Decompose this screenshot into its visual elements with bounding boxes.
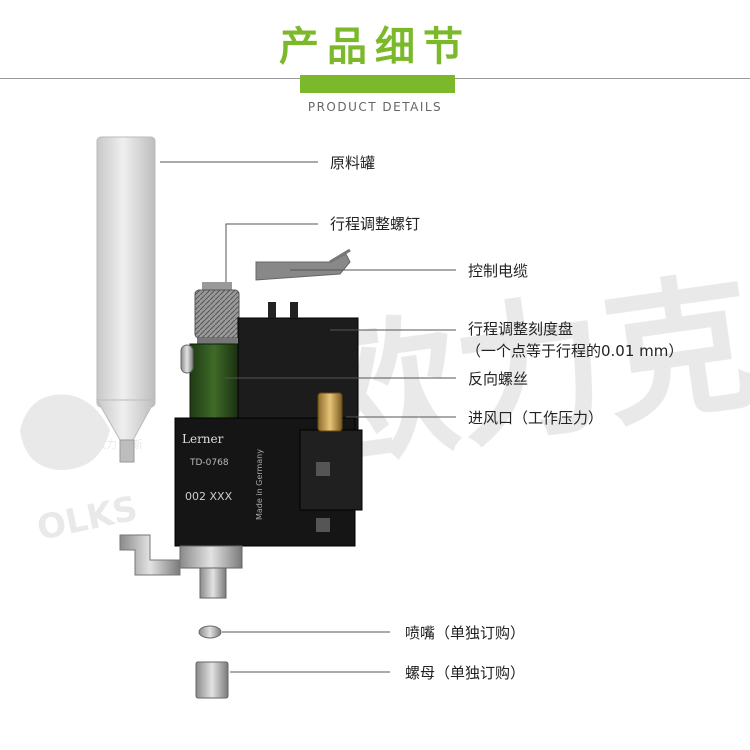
material-tank [96, 136, 156, 463]
leader-lines [160, 161, 456, 673]
callout-scale-note: （一个点等于行程的0.01 mm） [466, 342, 684, 360]
outlet-hub [119, 534, 243, 599]
callout-nozzle: 喷嘴（单独订购） [405, 624, 526, 642]
callout-control-cable: 控制电缆 [468, 262, 529, 280]
nozzle [198, 625, 222, 639]
code-text: 002 XXX [185, 490, 233, 503]
callout-material-tank: 原料罐 [330, 154, 376, 172]
stroke-adjust-screw [194, 282, 240, 344]
callout-stroke-adjust-screw: 行程调整螺钉 [330, 215, 421, 233]
control-cable [255, 248, 351, 281]
air-inlet-fitting [317, 392, 343, 432]
callout-stroke-scale-dial: 行程调整刻度盘 [468, 320, 574, 338]
callout-nut: 螺母（单独订购） [405, 664, 526, 682]
callout-reverse-screw: 反向螺丝 [468, 370, 529, 388]
header-accent-bar [300, 75, 455, 93]
page-title: 产品细节 [279, 24, 471, 70]
watermark-small: 欧力 克斯 [95, 438, 143, 451]
callout-air-inlet: 进风口（工作压力） [468, 409, 604, 427]
model-text: TD-0768 [189, 458, 229, 468]
nut [195, 661, 229, 699]
page-subtitle: PRODUCT DETAILS [307, 100, 443, 114]
body-markings: Lerner TD-0768 002 XXX Made in Germany [182, 432, 264, 520]
brand-text: Lerner [182, 432, 224, 446]
scale-dial [180, 343, 239, 419]
made-in-text: Made in Germany [255, 449, 264, 520]
